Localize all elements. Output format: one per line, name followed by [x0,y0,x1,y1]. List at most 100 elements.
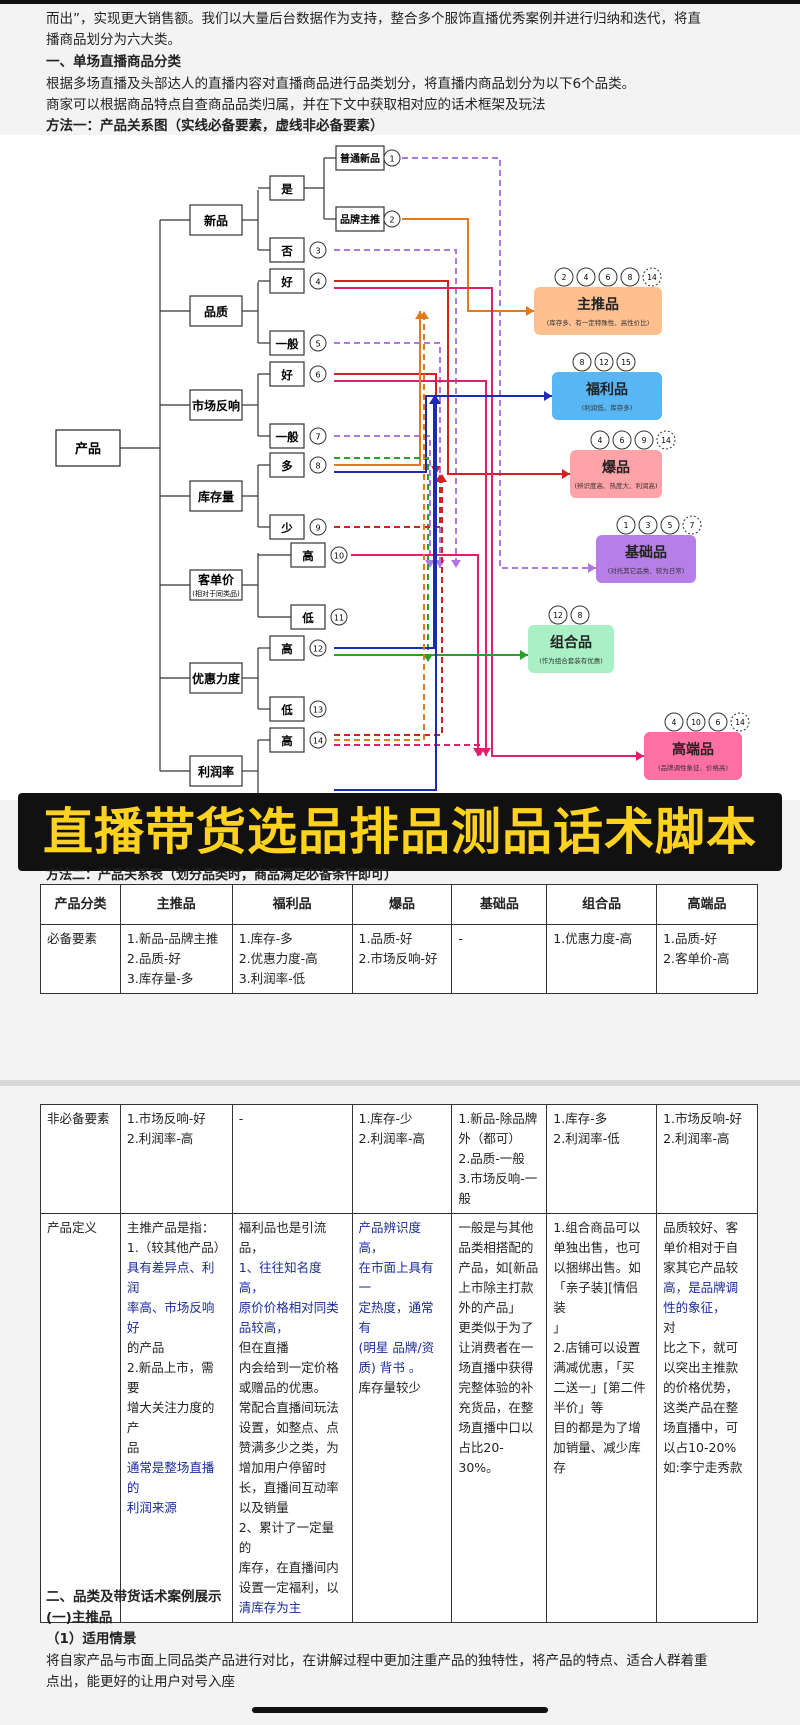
cell-line: 如:李宁走秀款 [663,1460,743,1475]
cell-line: 2.品质-好 [126,951,181,966]
product-3-badge-circle-1 [638,515,658,535]
cell-line: 2.新品上市，需要 [126,1360,214,1395]
status-bar [0,0,800,4]
category-market-label: 市场反响 [192,398,240,413]
product-3-badge-0: 1 [624,521,629,530]
leaf-label-4: 好 [280,368,293,382]
cell-line: 以突出主推款 [663,1360,739,1375]
cell-line: 1.品质-好 [663,931,718,946]
sub-leaf-normal-node [335,145,385,171]
product-box-1 [552,372,662,420]
cell-line: 3.市场反响-一 [458,1171,538,1186]
cell-line: 通常是整场直播的 [126,1460,215,1495]
cell-line: 1.库存-多 [238,931,293,946]
title-banner: 直播带货选品排品测品话术脚本 [18,793,782,871]
cell-line: 产品，如[新品 [458,1260,539,1275]
product-1-badge-circle-0 [572,352,592,372]
definition-cell: 品质较好、客单价相对于自家其它产品较高，是品牌调性的象征，对比之下，就可以突出主… [656,1213,758,1623]
connector-line-0 [402,157,596,569]
connector-arrow-4 [636,751,644,761]
category-new-node [189,204,243,236]
product-5-badge-circle-3 [730,712,750,732]
leaf-node-12 [269,727,305,753]
category-profit-node [189,755,243,787]
sub-leaf-normal-label: 普通新品 [340,152,380,165]
product-2-badge-circle-2 [634,430,654,450]
cell-line: 单价相对于自 [663,1240,739,1255]
connector-line-4 [334,287,644,757]
product-0-badge-3: 8 [628,273,633,282]
leaf-label-2: 好 [280,275,293,289]
cell-line: 完整体验的补 [458,1380,534,1395]
cell-line: 场直播中，可 [663,1420,739,1435]
leaf-number-6: 8 [315,462,320,471]
product-4-badge-1: 8 [578,611,583,620]
cell-line: 设置，如整点、点 [238,1420,339,1435]
connector-arrow-16 [437,474,447,482]
category-stock-label: 库存量 [198,489,234,504]
cell-line: 品 [126,1440,140,1455]
cell-line: 具有差异点、利润 [126,1260,215,1295]
product-3-badge-2: 5 [668,521,673,530]
connector-line-17 [334,311,425,741]
table-header-cell: 爆品 [351,884,453,925]
sub-leaf-brand-number: 2 [389,216,394,225]
product-4-badge-circle-1 [570,605,590,625]
cell-line: 1.优惠力度-高 [553,931,633,946]
category-new-label: 新品 [204,213,228,228]
table-header-cell: 组合品 [546,884,658,925]
connector-arrow-2 [451,560,461,568]
root-node [55,429,121,467]
cell-line: 1、往往知名度高， [238,1260,322,1295]
category-profit-label: 利润率 [198,764,234,779]
cell-line: 1.（较其他产品） [126,1240,227,1255]
cell-line: 外（都可） [458,1131,521,1146]
leaf-node-4 [269,361,305,387]
cell-line: 1.组合商品可以 [553,1220,641,1235]
cell-line: 二送一」[第二件 [553,1380,646,1395]
leaf-label-9: 低 [301,611,314,625]
cell-line: 2.店铺可以设置 [553,1340,641,1355]
home-indicator[interactable] [252,1707,548,1713]
leaf-node-10 [269,635,305,661]
cell-line: 2.品质-一般 [458,1151,525,1166]
cell-line: 1.库存-少 [358,1111,413,1126]
cell-line: 比之下，就可 [663,1340,739,1355]
connector-line-16 [334,474,443,736]
sub-leaf-brand-label: 品牌主推 [340,213,380,226]
leaf-node-7 [269,514,305,540]
product-3-badge-1: 3 [646,521,651,530]
leaf-label-5: 一般 [276,430,299,444]
product-3-badge-circle-2 [660,515,680,535]
table-header-cell: 高端品 [656,884,758,925]
connector-arrow-18 [475,748,485,756]
product-box-0 [534,287,662,335]
cell-line: 性的象征， [663,1300,726,1315]
product-box-5 [644,732,742,780]
cell-line: 1.新品-除品牌 [458,1111,538,1126]
connector-line-10 [334,395,552,473]
leaf-node-5 [269,423,305,449]
cell-line: 的产品 [126,1340,165,1355]
product-1-badge-1: 12 [599,358,609,367]
product-name-4: 组合品 [550,634,592,651]
cell-line: 3.库存量-多 [126,971,194,986]
product-1-badge-circle-1 [594,352,614,372]
leaf-number-circle-2 [309,272,327,290]
cell-line: 长，直播间互动率 [238,1480,339,1495]
cell-line: 以捆绑出售。如 [553,1260,641,1275]
cell-line: 质) 背书 。 [358,1360,422,1375]
product-box-2 [570,450,662,498]
product-0-badge-4: 14 [647,273,657,282]
cell-line: 满减优惠，「买 [553,1360,635,1375]
cell-line: 增大关注力度的产 [126,1400,215,1435]
product-desc-5: (品牌调性象征、价格高) [658,763,728,772]
connector-arrow-3 [562,469,570,479]
